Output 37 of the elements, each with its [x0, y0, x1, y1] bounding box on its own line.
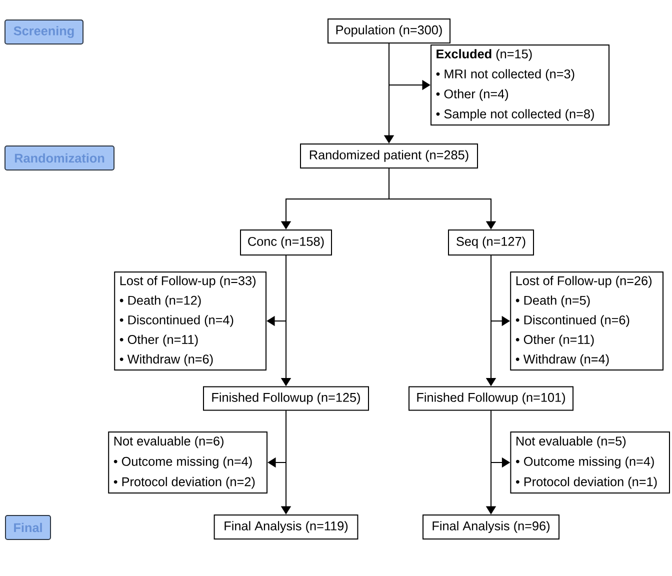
list-item: • Withdraw (n=6) — [120, 354, 213, 366]
list-item: • MRI not collected (n=3) — [436, 69, 574, 81]
list-item: • Withdraw (n=4) — [516, 354, 609, 366]
process-box: Finished Followup (n=125) — [203, 386, 369, 411]
exclusion-box — [430, 44, 610, 126]
box-heading: Not evaluable (n=5) — [516, 436, 626, 448]
list-item: • Other (n=11) — [516, 334, 594, 346]
list-item: • Protocol deviation (n=1) — [516, 476, 657, 489]
box-heading: Excluded (n=15) — [436, 49, 532, 61]
stage-label: Final — [5, 515, 51, 540]
process-box: Population (n=300) — [328, 18, 450, 44]
list-item: • Outcome missing (n=4) — [114, 456, 252, 468]
list-item: • Discontinued (n=6) — [516, 315, 630, 327]
stage-label: Randomization — [4, 146, 114, 170]
list-item: • Discontinued (n=4) — [120, 315, 234, 327]
arrow — [388, 168, 496, 230]
process-box: Randomized patient (n=285) — [300, 144, 478, 168]
exclusion-box — [114, 272, 266, 370]
list-item: • Outcome missing (n=4) — [516, 456, 654, 468]
exclusion-box — [108, 432, 268, 494]
list-item: • Other (n=4) — [436, 89, 508, 101]
list-item: • Protocol deviation (n=2) — [114, 476, 255, 489]
stage-label: Screening — [4, 20, 84, 44]
list-item: • Other (n=11) — [120, 334, 198, 346]
box-heading: Lost of Follow-up (n=26) — [516, 276, 652, 288]
exclusion-box — [510, 272, 664, 370]
exclusion-box — [510, 432, 670, 494]
process-box: Conc (n=158) — [240, 230, 332, 256]
list-item: • Death (n=5) — [516, 296, 590, 308]
list-item: • Sample not collected (n=8) — [436, 109, 594, 121]
list-item: • Death (n=12) — [120, 296, 201, 308]
box-heading: Not evaluable (n=6) — [114, 436, 224, 448]
process-box: Finished Followup (n=101) — [408, 386, 574, 411]
process-box: Final Analysis (n=119) — [214, 514, 358, 540]
box-heading: Lost of Follow-up (n=33) — [120, 276, 256, 288]
process-box: Final Analysis (n=96) — [422, 514, 560, 540]
process-box: Seq (n=127) — [448, 230, 534, 256]
